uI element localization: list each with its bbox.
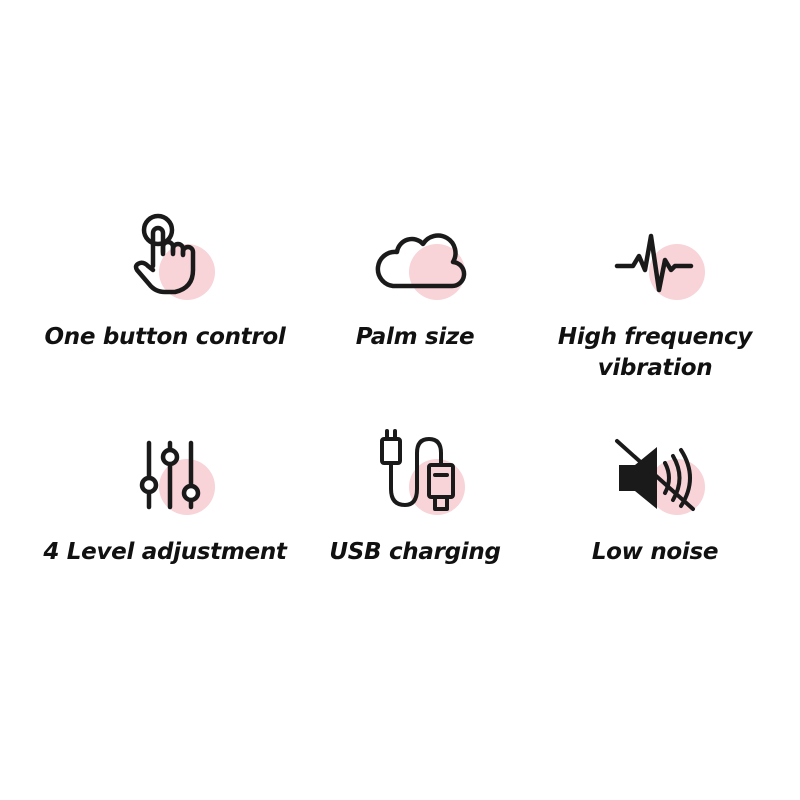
feature-one-button-control: One button control xyxy=(35,208,295,353)
feature-label: One button control xyxy=(44,324,286,350)
feature-label: High frequency vibration xyxy=(557,324,753,381)
cloud-icon xyxy=(375,233,467,300)
feature-high-frequency-vibration: High frequency vibration xyxy=(525,208,785,384)
usb-cable-icon xyxy=(380,429,465,515)
finger-press-icon-wrap xyxy=(115,208,215,308)
heartbeat-wave-icon-wrap xyxy=(605,208,705,308)
usb-cable-icon-wrap xyxy=(365,423,465,523)
feature-low-noise: Low noise xyxy=(525,423,785,568)
heartbeat-wave-icon xyxy=(614,233,705,300)
equalizer-sliders-icon xyxy=(139,440,215,515)
feature-usb-charging: USB charging xyxy=(285,423,545,568)
muted-speaker-icon-wrap xyxy=(605,423,705,523)
finger-press-icon xyxy=(133,213,215,300)
feature-label: 4 Level adjustment xyxy=(43,539,287,565)
feature-label: Palm size xyxy=(355,324,475,350)
cloud-icon-wrap xyxy=(365,208,467,308)
feature-label: USB charging xyxy=(329,539,501,565)
feature-label: Low noise xyxy=(591,539,719,565)
feature-palm-size: Palm size xyxy=(285,208,545,353)
muted-speaker-icon xyxy=(615,439,705,515)
equalizer-sliders-icon-wrap xyxy=(115,423,215,523)
feature-4-level-adjustment: 4 Level adjustment xyxy=(35,423,295,568)
